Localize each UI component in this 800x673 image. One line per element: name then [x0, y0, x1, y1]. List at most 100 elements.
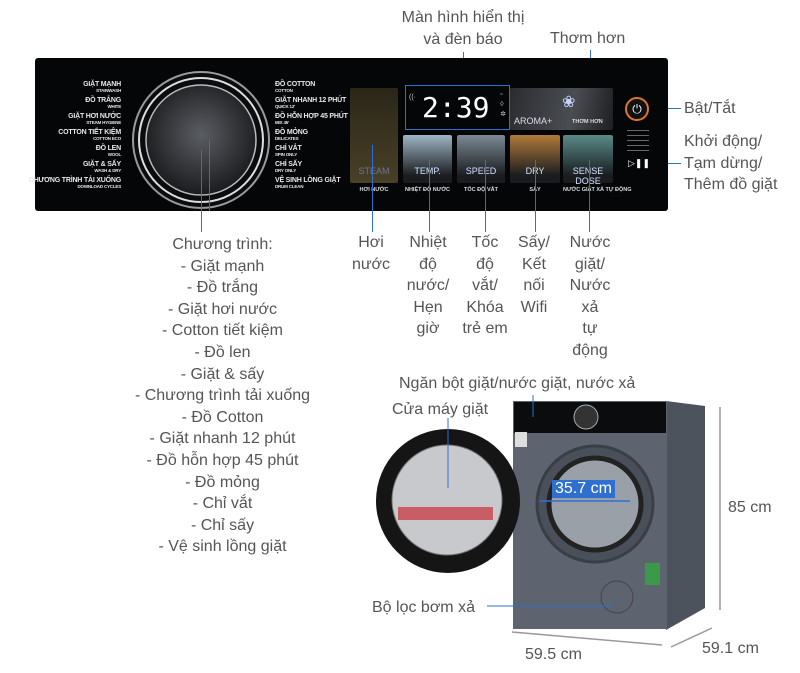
- program-name-en: QUICK 12': [275, 104, 296, 109]
- height-label: 85 cm: [728, 499, 772, 516]
- program-name-vi: COTTON TIẾT KIỆM: [58, 129, 121, 136]
- tile-steam-label: STEAM: [358, 166, 390, 176]
- program-name-en: SPIN ONLY: [275, 152, 298, 157]
- leader-line: [209, 140, 210, 211]
- steam-callout-line: Hơi: [358, 234, 384, 251]
- drum: [546, 455, 644, 553]
- program-callout-item: - Đồ hỗn hợp 45 phút: [146, 451, 299, 469]
- program-name-en: DOWNLOAD CYCLES: [77, 184, 122, 189]
- tile-sub: TỐC ĐỘ VẮT: [464, 187, 498, 193]
- program-callout: Chương trình: - Giặt mạnh- Đồ trắng- Giặ…: [100, 234, 345, 558]
- program-callout-item: - Chỉ vắt: [192, 495, 253, 513]
- program-callout-item: - Đồ Cotton: [181, 408, 264, 426]
- program-callout-item: - Giặt & sấy: [180, 365, 265, 383]
- aroma-callout: Thơm hơn: [550, 30, 626, 47]
- program-callout-item: - Chỉ sấy: [190, 516, 255, 534]
- program-name-vi: ĐỒ MỎNG: [275, 129, 308, 136]
- start-callout-line: Tạm dừng/: [684, 154, 763, 172]
- program-name-en: MIX 45': [275, 120, 289, 125]
- program-name-vi: GIẶT MẠNH: [83, 81, 121, 88]
- power-callout: Bật/Tắt: [684, 100, 736, 117]
- dry-callout-line: Sấy/: [517, 234, 550, 251]
- tile-steam[interactable]: STEAM: [350, 88, 398, 183]
- filter-callout: Bộ lọc bơm xả: [372, 599, 475, 616]
- tile-label: SPEED: [465, 166, 497, 176]
- temp-callout-line: độ: [419, 255, 437, 273]
- program-name-vi: ĐỒ COTTON: [275, 81, 316, 88]
- flower-icon: ❀: [562, 94, 576, 111]
- program-callout-item: - Giặt hơi nước: [167, 300, 278, 318]
- drum-diameter-label: 35.7 cm: [552, 480, 615, 498]
- program-name-en: DRUM CLEAN: [275, 184, 304, 189]
- program-dial[interactable]: [131, 70, 271, 210]
- start-callout-line: Khởi động/: [684, 133, 763, 150]
- program-name-en: COTTON: [275, 88, 293, 93]
- tile-temp[interactable]: TEMP.: [403, 135, 452, 183]
- program-callout-item: - Đồ mỏng: [185, 473, 260, 491]
- display-callout: Màn hình hiển thị và đèn báo: [388, 7, 538, 50]
- program-callout-item: - Giặt mạnh: [180, 257, 265, 275]
- program-name-vi: ĐỒ TRẮNG: [85, 97, 121, 104]
- tile-sub: NƯỚC GIẶT XẢ TỰ ĐỘNG: [563, 187, 632, 193]
- program-name-en: DELICATES: [275, 136, 299, 141]
- speed-callout-line: độ: [476, 255, 494, 273]
- program-name-vi: VỆ SINH LỒNG GIẶT: [275, 177, 341, 184]
- start-callout: Khởi động/ Tạm dừng/ Thêm đồ giặt: [684, 131, 777, 196]
- width-label: 59.5 cm: [525, 646, 582, 663]
- status-icons: ▫◊✲: [500, 91, 506, 118]
- start-instructions: [627, 128, 649, 152]
- leader-line: [535, 160, 536, 232]
- wifi-icon: ((·: [409, 94, 416, 101]
- power-button[interactable]: ⏻: [625, 97, 649, 121]
- tile-sub: NHIỆT ĐỘ NƯỚC: [404, 187, 450, 193]
- program-callout-item: - Chương trình tải xuống: [134, 387, 311, 405]
- program-name-vi: ĐỒ HỖN HỢP 45 PHÚT: [275, 113, 348, 120]
- program-callout-item: - Vệ sinh lồng giặt: [158, 538, 287, 556]
- program-callout-title: Chương trình:: [172, 236, 273, 253]
- display-callout-line: Màn hình hiển thị: [401, 9, 525, 26]
- speed-callout-line: Tốc: [471, 234, 499, 251]
- temp-callout-line: nước/: [406, 277, 450, 295]
- program-callout-item: - Đồ len: [194, 343, 251, 361]
- start-pause-button[interactable]: ▷❚❚: [628, 158, 650, 169]
- dose-callout-line: Nước: [569, 234, 611, 251]
- program-name-en: COTTON ECO: [93, 136, 121, 141]
- program-name-vi: GIẶT HƠI NƯỚC: [68, 113, 121, 120]
- steam-callout-line: nước: [351, 255, 391, 273]
- tile-sense-dose[interactable]: SENSE DOSE: [563, 135, 613, 186]
- filter-cover: [600, 580, 634, 614]
- program-name-en: WHITE: [107, 104, 122, 109]
- program-name-vi: GIẶT NHANH 12 PHÚT: [275, 97, 347, 104]
- temp-callout-line: Hẹn: [413, 298, 443, 316]
- aroma-label: AROMA+: [514, 116, 553, 126]
- leader-line: [201, 150, 202, 232]
- program-name-vi: CHƯƠNG TRÌNH TẢI XUỐNG: [28, 177, 121, 184]
- dose-callout-line: Nước: [569, 277, 611, 295]
- tile-speed[interactable]: SPEED: [457, 135, 505, 183]
- program-callout-item: - Giặt nhanh 12 phút: [149, 430, 296, 448]
- speed-callout-line: trẻ em: [462, 320, 508, 338]
- depth-label: 59.1 cm: [702, 640, 759, 657]
- dry-callout-line: nối: [523, 277, 545, 295]
- program-name-vi: CHỈ SẤY: [275, 161, 302, 168]
- aroma-button[interactable]: ❀ AROMA+ THƠM HƠN: [510, 88, 613, 130]
- drawer-callout: Ngăn bột giặt/nước giặt, nước xả: [399, 375, 636, 392]
